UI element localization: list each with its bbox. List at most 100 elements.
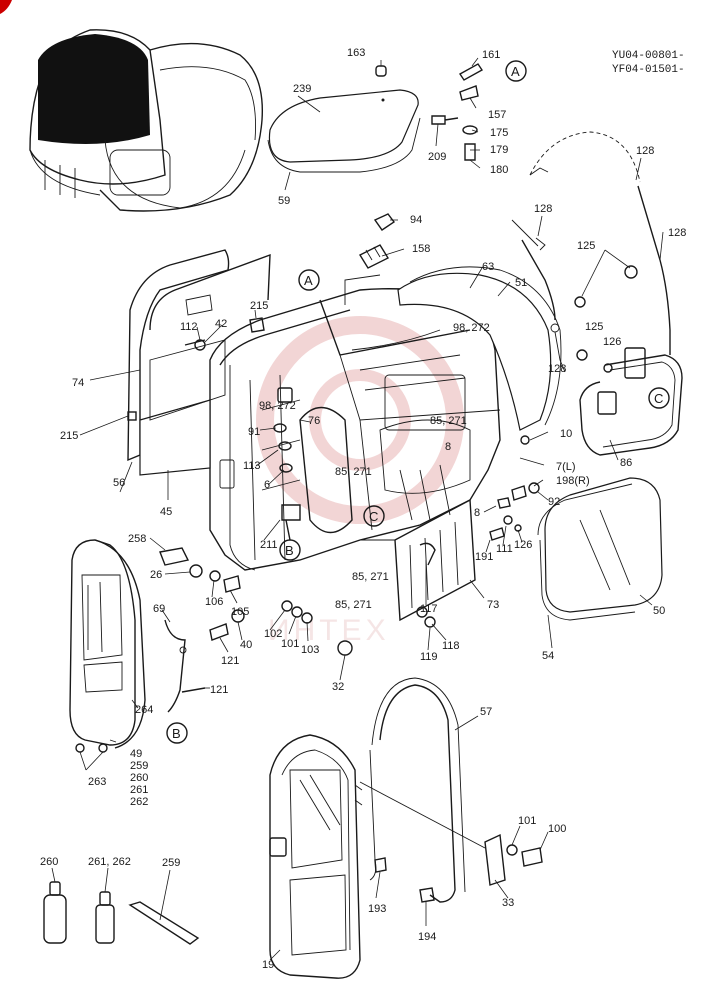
part-number-label: 51 (515, 277, 527, 289)
part-number-label: 56 (113, 477, 125, 489)
part-number-label: 6 (264, 479, 270, 491)
side-glass-left (127, 249, 271, 476)
part-number-label: 194 (418, 931, 436, 943)
part-number-label: 209 (428, 151, 446, 163)
part-number-label: 103 (301, 644, 319, 656)
part-number-label: 33 (502, 897, 514, 909)
callout-c-heater[interactable]: C (648, 387, 670, 409)
part-number-label: 54 (542, 650, 554, 662)
callout-b-frame[interactable]: B (279, 539, 301, 561)
washer-hoses (511, 131, 671, 373)
part-number-label: 10 (560, 428, 572, 440)
part-number-label: 259 (130, 760, 148, 772)
rear-window (397, 266, 562, 431)
part-number-label: 26 (150, 569, 162, 581)
part-number-label: 125 (577, 240, 595, 252)
left-door-panel (69, 539, 146, 753)
leader-lines (51, 57, 664, 961)
model-code-1: YU04-00801- (612, 50, 685, 62)
part-number-label: 94 (410, 214, 422, 226)
part-number-label: 8 (445, 441, 451, 453)
part-number-label: 101 (281, 638, 299, 650)
part-number-label: 102 (264, 628, 282, 640)
part-number-label: 128 (636, 145, 654, 157)
door-hinge-parts (359, 781, 543, 903)
part-number-label: 157 (488, 109, 506, 121)
part-number-label: 128 (548, 363, 566, 375)
excavator-thumbnail (29, 29, 264, 212)
front-lower-panel (360, 498, 476, 622)
part-number-label: 76 (308, 415, 320, 427)
part-number-label: 112 (180, 321, 198, 333)
fastener-set-right (489, 265, 638, 541)
part-number-labels: 163 161 239 157 175 209 179 180 59 94 15… (40, 47, 686, 971)
callout-a-top[interactable]: A (505, 60, 527, 82)
part-number-label: 264 (135, 704, 153, 716)
right-window (537, 477, 663, 621)
part-number-label: 19 (262, 959, 274, 971)
part-number-label: 128 (668, 227, 686, 239)
part-number-label: 105 (231, 606, 249, 618)
watermark: ИНТЕХ (256, 316, 464, 647)
part-number-label: 69 (153, 603, 165, 615)
part-number-label: 258 (128, 533, 146, 545)
door-seal (369, 677, 466, 903)
part-number-label: 91 (248, 426, 260, 438)
part-number-label: 86 (620, 457, 632, 469)
part-number-label: 158 (412, 243, 430, 255)
roof-hardware (375, 63, 484, 161)
part-number-label: 193 (368, 903, 386, 915)
door-latch-parts (159, 547, 241, 593)
left-small-parts (184, 317, 301, 541)
part-number-label: 100 (548, 823, 566, 835)
part-number-label: 85, 271 (335, 599, 372, 611)
part-number-label: 121 (210, 684, 228, 696)
part-number-label: 261, 262 (88, 856, 131, 868)
callout-letter: C (369, 509, 378, 524)
part-number-label: 42 (215, 318, 227, 330)
callout-letter: A (304, 273, 313, 288)
part-number-label: 117 (420, 603, 438, 615)
part-number-label: 179 (490, 144, 508, 156)
part-number-label: 92 (548, 496, 560, 508)
part-number-label: 7(L) (556, 461, 576, 473)
part-number-label: 215 (250, 300, 268, 312)
part-number-label: 126 (603, 336, 621, 348)
roof-glass (267, 89, 421, 173)
part-number-label: 63 (482, 261, 494, 273)
part-number-label: 45 (160, 506, 172, 518)
corner-mark (0, 0, 12, 14)
callout-b-strap[interactable]: B (166, 722, 188, 744)
part-number-label: 121 (221, 655, 239, 667)
part-number-label: 98, 272 (259, 400, 296, 412)
strap-assembly (164, 619, 206, 713)
part-number-label: 180 (490, 164, 508, 176)
part-number-label: 73 (487, 599, 499, 611)
part-number-label: 126 (514, 539, 532, 551)
heater-pipe-assembly (579, 347, 683, 456)
part-number-label: 59 (278, 195, 290, 207)
callout-letter: B (172, 726, 181, 741)
callout-letter: A (511, 64, 520, 79)
part-number-label: 262 (130, 796, 148, 808)
part-number-label: 163 (347, 47, 365, 59)
part-number-label: 101 (518, 815, 536, 827)
part-number-label: 8 (474, 507, 480, 519)
part-number-label: 111 (496, 543, 513, 555)
part-number-label: 50 (653, 605, 665, 617)
part-number-label: 259 (162, 857, 180, 869)
part-number-label: 40 (240, 639, 252, 651)
callout-a-frame[interactable]: A (298, 269, 320, 291)
part-number-label: 85, 271 (335, 466, 372, 478)
part-number-label: 57 (480, 706, 492, 718)
part-number-label: 263 (88, 776, 106, 788)
cab-door (269, 734, 363, 979)
callout-c-frame[interactable]: C (363, 505, 385, 527)
model-code-2: YF04-01501- (612, 64, 685, 76)
mount-parts-top (359, 213, 396, 269)
part-number-label: 98, 272 (453, 322, 490, 334)
part-number-label: 106 (205, 596, 223, 608)
part-number-label: 32 (332, 681, 344, 693)
part-number-label: 85, 271 (352, 571, 389, 583)
